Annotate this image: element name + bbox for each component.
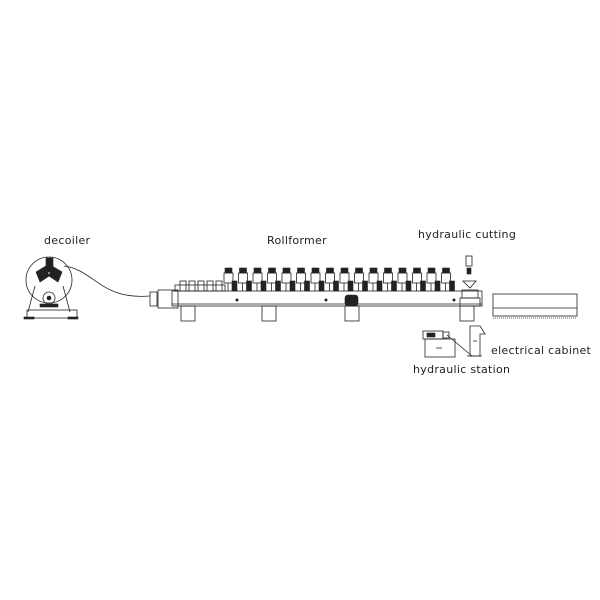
roll-stand-upper-roll bbox=[441, 272, 451, 284]
hydraulic-cutting bbox=[459, 255, 481, 307]
roll-stand-top bbox=[268, 267, 276, 274]
entry-roll-stand bbox=[197, 280, 205, 292]
roll-stand-lower-roll bbox=[405, 280, 412, 292]
entry-roll-stand bbox=[179, 280, 187, 292]
steel-strip bbox=[63, 265, 151, 297]
roll-stand-upper-roll bbox=[238, 272, 248, 284]
roll-stand-lower-roll bbox=[376, 280, 383, 292]
roll-stand-upper-roll bbox=[354, 272, 364, 284]
roll-stand-top bbox=[355, 267, 363, 274]
roll-stand-lower-roll bbox=[318, 280, 325, 292]
roll-stand-top bbox=[384, 267, 392, 274]
roll-stand-lower-roll bbox=[362, 280, 368, 292]
roll-stand-lower-roll bbox=[391, 280, 397, 292]
roll-stand-upper-roll bbox=[426, 272, 437, 284]
label-hydraulic-cutting: hydraulic cutting bbox=[418, 228, 516, 241]
hydraulic-station bbox=[422, 330, 473, 358]
roll-stand-lower-roll bbox=[420, 280, 426, 292]
label-decoiler: decoiler bbox=[44, 234, 91, 247]
decoiler bbox=[23, 256, 79, 320]
rollformer bbox=[149, 267, 483, 322]
roll-stand-upper-roll bbox=[325, 272, 335, 284]
roll-stand-top bbox=[297, 267, 305, 274]
roll-stand-top bbox=[311, 267, 320, 274]
roll-stand-upper-roll bbox=[310, 272, 321, 284]
run-out-table bbox=[492, 293, 578, 319]
label-electrical-cabinet: electrical cabinet bbox=[491, 344, 592, 357]
roll-stand-upper-roll bbox=[252, 272, 263, 284]
label-rollformer: Rollformer bbox=[267, 234, 327, 247]
roll-stand-upper-roll bbox=[368, 272, 379, 284]
roll-stand-top bbox=[224, 267, 233, 274]
roll-stand-upper-roll bbox=[223, 272, 234, 284]
roll-stand-lower-roll bbox=[347, 280, 354, 292]
roll-stand-upper-roll bbox=[383, 272, 393, 284]
roll-stand-top bbox=[326, 267, 334, 274]
roll-stand-top bbox=[282, 267, 291, 274]
roll-stand-lower-roll bbox=[246, 280, 252, 292]
roll-stand-top bbox=[413, 267, 421, 274]
roll-stand-top bbox=[442, 267, 450, 274]
roll-stand-upper-roll bbox=[397, 272, 408, 284]
roll-stand-top bbox=[398, 267, 407, 274]
entry-roll-stand bbox=[188, 280, 196, 292]
roll-stand-lower-roll bbox=[231, 280, 238, 292]
label-hydraulic-station: hydraulic station bbox=[413, 363, 510, 376]
roll-stand-lower-roll bbox=[434, 280, 441, 292]
roll-stand-upper-roll bbox=[281, 272, 292, 284]
roll-stand-upper-roll bbox=[267, 272, 277, 284]
roll-stand-lower-roll bbox=[333, 280, 339, 292]
roll-stand-lower-roll bbox=[304, 280, 310, 292]
entry-roll-stand bbox=[206, 280, 214, 292]
roll-stand-top bbox=[369, 267, 378, 274]
roll-stand-top bbox=[340, 267, 349, 274]
roll-stand-top bbox=[253, 267, 262, 274]
roll-stand-upper-roll bbox=[412, 272, 422, 284]
electrical-cabinet bbox=[467, 325, 486, 357]
roll-stand-lower-roll bbox=[289, 280, 296, 292]
roll-stand-top bbox=[427, 267, 436, 274]
roll-stand-lower-roll bbox=[260, 280, 267, 292]
entry-roll-stand bbox=[215, 280, 223, 292]
roll-stand-upper-roll bbox=[296, 272, 306, 284]
roll-stand-upper-roll bbox=[339, 272, 350, 284]
roll-stand-lower-roll bbox=[449, 280, 455, 292]
roll-stand-top bbox=[239, 267, 247, 274]
roll-stand-lower-roll bbox=[275, 280, 281, 292]
